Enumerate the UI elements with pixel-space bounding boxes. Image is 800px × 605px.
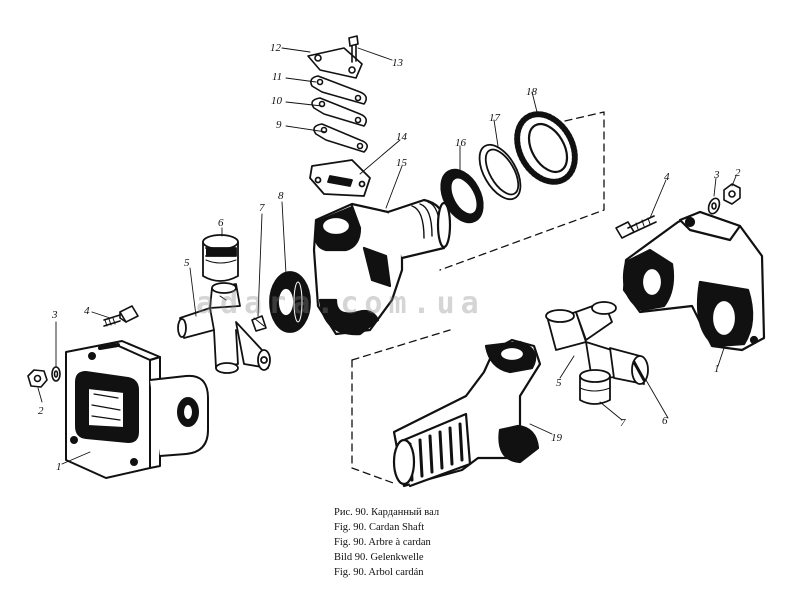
ring-17	[478, 143, 522, 201]
nut-right	[723, 183, 741, 205]
callout-8: 8	[278, 190, 284, 202]
gasket-10	[311, 97, 368, 127]
callout-17: 17	[489, 112, 501, 124]
callout-2-left: 2	[38, 405, 44, 417]
figure-caption: Рис. 90. Карданный вал Fig. 90. Cardan S…	[334, 505, 534, 580]
callout-6-right: 6	[662, 415, 668, 427]
callout-11: 11	[272, 71, 282, 83]
caption-line-russian: Рис. 90. Карданный вал	[334, 507, 440, 518]
callout-10: 10	[271, 95, 283, 107]
washer-right	[707, 197, 721, 215]
callout-19: 19	[551, 432, 563, 444]
lock-plate-12	[307, 47, 363, 79]
cross-spider-right	[545, 301, 623, 405]
callout-9: 9	[276, 119, 282, 131]
callout-1-left: 1	[56, 461, 62, 473]
dashed-assembly-line-lower	[351, 329, 451, 485]
nut-left	[27, 369, 48, 388]
flange-yoke-left	[65, 340, 209, 479]
callout-18: 18	[526, 86, 538, 98]
callout-12: 12	[270, 42, 282, 54]
callout-5-left: 5	[184, 257, 190, 269]
needle-bearing-cup-right	[609, 347, 649, 385]
bolt-13	[348, 35, 359, 63]
dust-cap-18	[514, 111, 578, 185]
callout-4-left: 4	[84, 305, 90, 317]
caption-line-english: Fig. 90. Cardan Shaft	[334, 522, 425, 533]
seal-ring-16	[440, 168, 484, 224]
caption-line-german: Bild 90. Gelenkwelle	[334, 552, 424, 563]
bolt-left	[103, 305, 139, 327]
callout-labels: 1 2 3 4 5 6 7 8 9 10 11 12 13 14 15 16 1…	[38, 42, 741, 473]
splined-yoke-19	[392, 338, 542, 488]
callout-3-left: 3	[51, 309, 58, 321]
callout-7-left: 7	[259, 202, 265, 214]
washer-left	[51, 366, 61, 382]
callout-13: 13	[392, 57, 404, 69]
cover-plate-14	[309, 159, 371, 197]
callout-5-right: 5	[556, 377, 562, 389]
caption-line-spanish: Fig. 90. Arbol cardán	[334, 567, 424, 578]
watermark: adara.com.ua	[196, 286, 485, 321]
bolt-right	[615, 215, 657, 239]
callout-14: 14	[396, 131, 408, 143]
dashed-assembly-line-upper	[439, 111, 605, 271]
leader-lines	[37, 47, 737, 465]
caption-line-french: Fig. 90. Arbre à cardan	[334, 537, 431, 548]
grease-fitting-left	[251, 315, 267, 332]
callout-2-right: 2	[735, 167, 741, 179]
callout-6-left: 6	[218, 217, 224, 229]
callout-15: 15	[396, 157, 408, 169]
callout-16: 16	[455, 137, 467, 149]
needle-bearing-cup-left	[202, 234, 239, 282]
callout-4-right: 4	[664, 171, 670, 183]
cross-spider-left	[177, 282, 271, 374]
callout-3-right: 3	[713, 169, 720, 181]
callout-1-right: 1	[714, 363, 720, 375]
flange-yoke-right	[622, 210, 766, 352]
sliding-yoke-upper	[312, 198, 452, 336]
seal-disc	[269, 271, 311, 333]
plate-9	[313, 123, 368, 153]
callout-7-right: 7	[620, 417, 626, 429]
